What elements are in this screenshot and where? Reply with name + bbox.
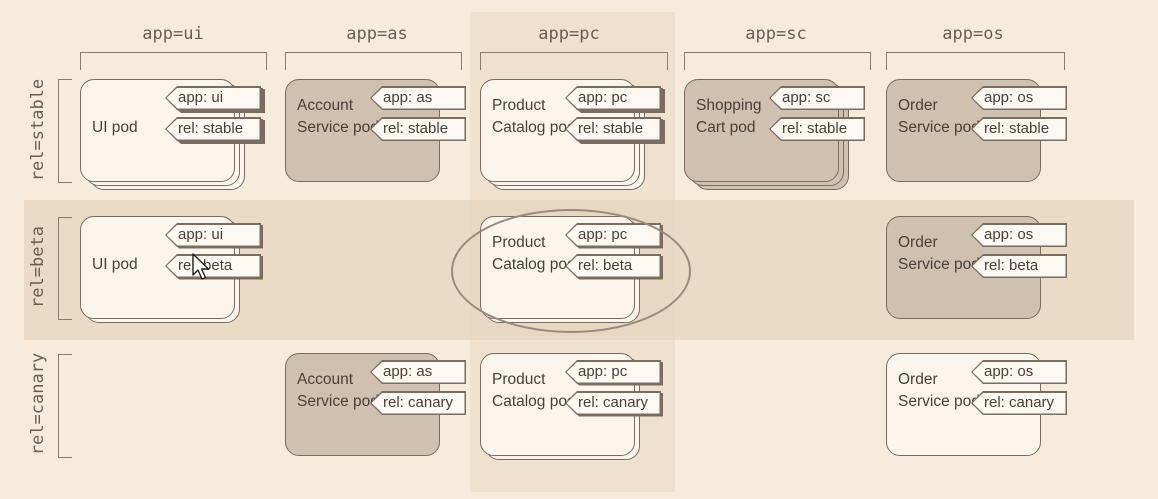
rel-label-tag: rel: stable	[565, 117, 665, 144]
column-label-app-os: app=os	[942, 24, 1004, 44]
highlight-ellipse	[451, 209, 691, 333]
pod-ui-beta: UI pod app: ui rel: beta	[80, 216, 263, 328]
app-label-tag: app: as	[370, 360, 470, 386]
app-label-tag: app: os	[971, 360, 1071, 386]
pod-name: UI pod	[92, 256, 138, 273]
column-bracket	[480, 52, 668, 70]
app-label-tag: app: ui	[165, 86, 265, 113]
column-bracket	[886, 52, 1065, 70]
pod-name: Product Catalog pod	[492, 97, 576, 136]
row-bracket	[58, 217, 72, 320]
app-label-tag: app: ui	[165, 223, 265, 249]
rel-label-tag: rel: stable	[971, 117, 1071, 143]
app-label-tag: app: pc	[565, 86, 665, 113]
pod-os-stable: Order Service pod app: os rel: stable	[886, 79, 1067, 191]
pod-name: Product Catalog pod	[492, 371, 576, 410]
app-label-tag: app: os	[971, 86, 1071, 112]
rel-label-tag: rel: beta	[165, 254, 265, 280]
column-label-app-sc: app=sc	[745, 24, 807, 44]
pod-name: Order Service pod	[898, 371, 980, 410]
pod-name: Account Service pod	[297, 97, 379, 136]
rel-label-tag: rel: stable	[370, 117, 470, 143]
column-label-app-as: app=as	[346, 24, 408, 44]
column-bracket	[285, 52, 462, 70]
rel-label-tag: rel: canary	[565, 391, 665, 417]
mouse-cursor-icon	[192, 253, 210, 280]
rel-label-tag: rel: canary	[971, 391, 1071, 417]
column-label-app-pc: app=pc	[538, 24, 600, 44]
row-bracket	[58, 354, 72, 458]
pod-as-canary: Account Service pod app: as rel: canary	[285, 353, 466, 465]
row-bracket	[58, 79, 72, 183]
rel-label-tag: rel: stable	[769, 117, 869, 143]
app-label-tag: app: sc	[769, 86, 869, 112]
pod-pc-stable: Product Catalog pod app: pc rel: stable	[480, 79, 665, 191]
column-bracket	[684, 52, 871, 70]
pod-name: Shopping Cart pod	[696, 97, 762, 136]
pod-name: Order Service pod	[898, 234, 980, 273]
pod-name: Order Service pod	[898, 97, 980, 136]
pod-os-canary: Order Service pod app: os rel: canary	[886, 353, 1067, 465]
column-bracket	[80, 52, 267, 70]
app-label-tag: app: pc	[565, 360, 665, 386]
rel-label-tag: rel: beta	[971, 254, 1071, 280]
pod-sc-stable: Shopping Cart pod app: sc rel: stable	[684, 79, 865, 191]
pod-name: UI pod	[92, 119, 138, 136]
column-label-app-ui: app=ui	[142, 24, 204, 44]
app-label-tag: app: os	[971, 223, 1071, 249]
pod-name: Account Service pod	[297, 371, 379, 410]
pod-os-beta: Order Service pod app: os rel: beta	[886, 216, 1067, 328]
app-label-tag: app: as	[370, 86, 470, 112]
pod-ui-stable: UI pod app: ui rel: stable	[80, 79, 265, 191]
pod-pc-canary: Product Catalog pod app: pc rel: canary	[480, 353, 663, 465]
rel-label-tag: rel: canary	[370, 391, 470, 417]
pod-as-stable: Account Service pod app: as rel: stable	[285, 79, 466, 191]
rel-label-tag: rel: stable	[165, 117, 265, 144]
